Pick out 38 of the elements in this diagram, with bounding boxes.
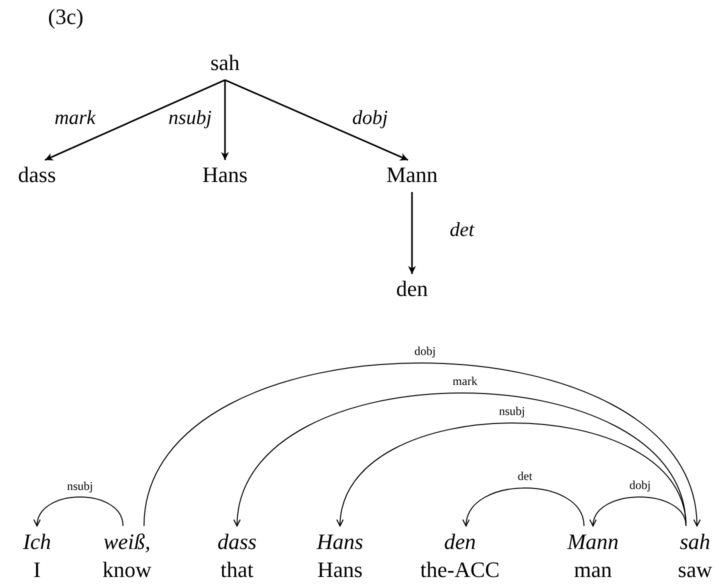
arrow — [338, 422, 686, 527]
german-word: weiß, — [102, 528, 152, 556]
german-word: Ich — [22, 528, 52, 556]
german-word: dass — [216, 528, 258, 556]
arrow — [34, 496, 124, 527]
gloss-word: Hans — [316, 556, 364, 584]
german-word: sah — [678, 528, 712, 556]
edge-label: det — [516, 470, 534, 482]
tree-word: Mann — [374, 162, 450, 188]
german-word: Hans — [316, 528, 364, 556]
edge-label: dobj — [413, 345, 437, 357]
tree-word: Hans — [190, 162, 260, 188]
arrow — [221, 80, 229, 160]
arrow — [464, 488, 584, 527]
gloss-word: saw — [676, 556, 714, 584]
tree-word: sah — [200, 50, 250, 76]
gloss-word: know — [102, 556, 152, 584]
edge-label: nsubj — [498, 405, 526, 417]
gloss-word: the-ACC — [419, 556, 501, 584]
example-number: (3c) — [48, 4, 84, 30]
edge-label: dobj — [351, 108, 389, 128]
arrow — [234, 392, 686, 527]
arrow — [144, 362, 700, 527]
gloss-word: that — [220, 556, 254, 584]
arrow — [408, 192, 416, 274]
arrow — [224, 79, 408, 161]
edge-label: dobj — [628, 479, 652, 491]
tree-word: dass — [7, 162, 67, 188]
tree-word: den — [387, 276, 437, 302]
edge-label: nsubj — [66, 480, 94, 492]
german-word: Mann — [566, 528, 620, 556]
arrow — [44, 79, 226, 161]
edge-label: nsubj — [167, 108, 213, 128]
german-word: den — [443, 528, 477, 556]
edge-label: mark — [452, 375, 478, 387]
gloss-word: man — [573, 556, 613, 584]
gloss-word: I — [32, 556, 42, 584]
arrow — [590, 496, 686, 527]
